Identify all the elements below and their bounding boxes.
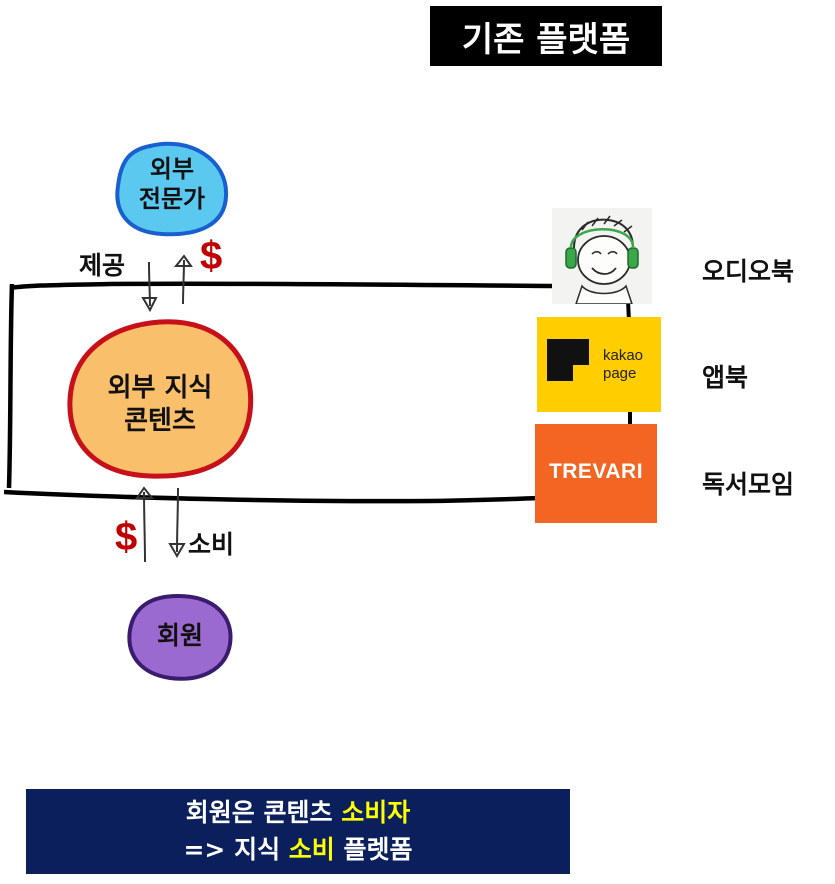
platform-name-appbook: 앱북 (702, 363, 749, 392)
consume-label: 소비 (188, 530, 235, 559)
expert-bubble (115, 141, 229, 237)
audiobook-logo (552, 208, 652, 304)
consume-arrow (176, 487, 179, 553)
consume-arrowhead (168, 543, 186, 558)
kakao-logo-text-top: kakao (603, 347, 644, 364)
provide-arrow (148, 261, 151, 307)
summary-highlight-consumer: 소비자 (341, 798, 411, 828)
content-label: 외부 지식 콘텐츠 (107, 373, 213, 436)
payment-arrow-up (182, 259, 185, 305)
member-payment-arrowhead (135, 486, 155, 499)
provide-arrowhead (141, 297, 158, 313)
platform-name-audiobook: 오디오북 (702, 257, 795, 286)
summary-highlight-consume: 소비 (288, 834, 335, 864)
provide-label: 제공 (79, 251, 126, 280)
page-title: 기존 플랫폼 (430, 6, 662, 66)
member-bubble (127, 593, 233, 681)
summary-line-2-suffix: 플렛폼 (334, 834, 413, 864)
trevari-logo-text: TREVARI (548, 460, 644, 483)
platform-boundary-left (6, 283, 15, 489)
platform-boundary-bottom (3, 489, 541, 504)
kakao-page-mark-icon (547, 339, 589, 381)
expert-label: 외부 전문가 (138, 155, 206, 213)
content-bubble (67, 319, 254, 479)
member-payment-dollar: $ (115, 515, 138, 559)
platform-boundary-top (9, 281, 553, 291)
payment-arrowhead-up (173, 254, 193, 267)
payment-to-expert-dollar: $ (200, 234, 223, 278)
trevari-logo: TREVARI (535, 424, 657, 523)
summary-line-1-text: 회원은 콘텐츠 (185, 798, 342, 828)
audiobook-illustration-icon (565, 215, 639, 304)
summary-line-2-text: => 지식 (183, 834, 289, 864)
kakao-logo-text-bottom: page (603, 365, 637, 382)
summary-box: 회원은 콘텐츠 소비자 => 지식 소비 플렛폼 (26, 789, 570, 874)
summary-line-1: 회원은 콘텐츠 소비자 (186, 795, 410, 831)
summary-line-2: => 지식 소비 플렛폼 (183, 832, 412, 868)
member-label: 회원 (156, 621, 203, 650)
kakao-page-logo: kakao page (537, 317, 661, 412)
member-payment-arrow (143, 491, 146, 563)
platform-name-bookclub: 독서모임 (702, 470, 795, 499)
